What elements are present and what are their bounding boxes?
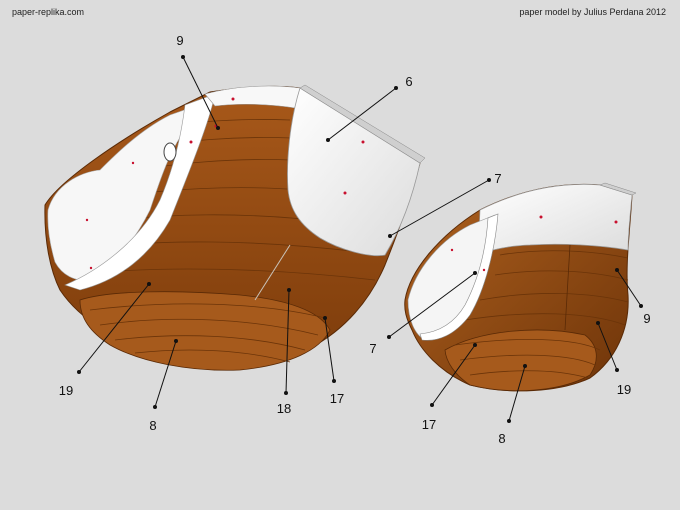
small-hull-keel-line xyxy=(564,244,571,331)
small-hull-top-edge xyxy=(599,182,637,196)
callout-label: 9 xyxy=(643,311,650,326)
large-hull-interior-left xyxy=(47,107,191,281)
author-credit: paper model by Julius Perdana 2012 xyxy=(519,7,666,17)
large-hull-seam xyxy=(254,244,291,301)
leader-dots xyxy=(77,55,643,423)
large-hull-bottom xyxy=(79,291,331,371)
small-hull-interior xyxy=(477,184,633,256)
callout-label: 8 xyxy=(149,418,156,433)
large-hull-port-hole xyxy=(163,142,177,162)
large-hull-interior-right xyxy=(287,87,421,257)
callout-label: 17 xyxy=(330,391,344,406)
callout-label: 19 xyxy=(59,383,73,398)
large-hull xyxy=(44,84,426,371)
callout-labels: 9 6 7 19 8 18 17 7 9 19 17 8 xyxy=(59,33,651,446)
callout-label: 7 xyxy=(369,341,376,356)
callout-label: 19 xyxy=(617,382,631,397)
callout-label: 18 xyxy=(277,401,291,416)
small-hull-gunwale-strip xyxy=(419,213,499,341)
callout-label: 7 xyxy=(494,171,501,186)
callout-label: 17 xyxy=(422,417,436,432)
small-hull-planks xyxy=(454,250,629,379)
site-name: paper-replika.com xyxy=(12,7,85,17)
callout-label: 8 xyxy=(498,431,505,446)
callout-label: 9 xyxy=(176,33,183,48)
small-hull-marker-dots xyxy=(450,215,618,272)
small-hull xyxy=(404,182,637,392)
large-hull-marker-dots xyxy=(85,97,365,270)
small-hull-bottom xyxy=(444,329,597,392)
leader-lines xyxy=(78,56,642,422)
callout-label: 6 xyxy=(405,74,412,89)
large-hull-gunwale-strip xyxy=(64,93,216,291)
large-hull-top-edge xyxy=(299,84,426,164)
